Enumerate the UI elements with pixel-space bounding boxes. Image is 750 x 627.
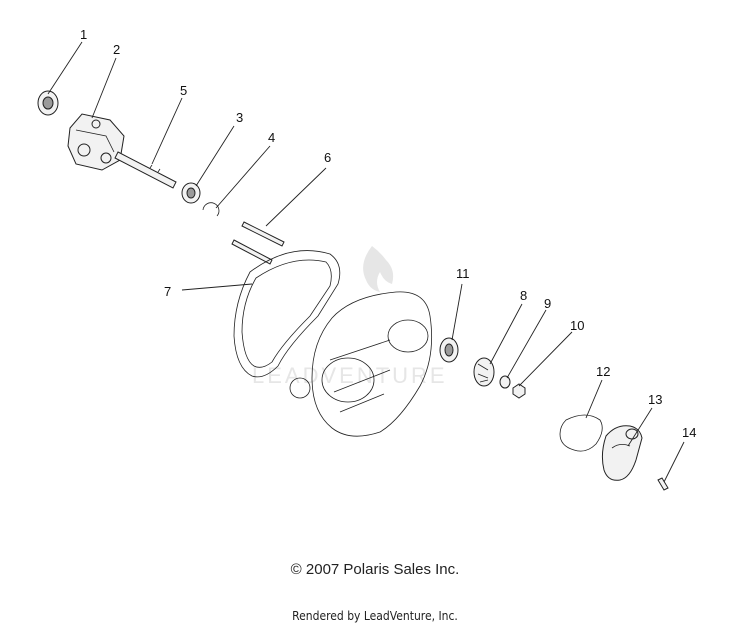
part-8-impeller <box>473 357 495 387</box>
part-14-bolt <box>657 477 669 491</box>
copyright-text: © 2007 Polaris Sales Inc. <box>290 561 460 578</box>
part-6-bolts <box>231 221 285 265</box>
callout-6: 6 <box>324 150 331 165</box>
callout-12: 12 <box>596 364 610 379</box>
part-10-nut <box>512 383 526 399</box>
callout-numbers: 1 2 3 4 5 6 7 8 9 10 11 12 13 14 <box>80 27 696 440</box>
callout-4: 4 <box>268 130 275 145</box>
callout-10: 10 <box>570 318 584 333</box>
part-9-washer <box>499 375 511 389</box>
callout-5: 5 <box>180 83 187 98</box>
callout-14: 14 <box>682 425 696 440</box>
part-12-o-ring <box>559 414 603 452</box>
callout-11: 11 <box>456 266 470 281</box>
part-5-shaft <box>114 151 177 189</box>
engine-case <box>289 291 432 437</box>
callout-1: 1 <box>80 27 87 42</box>
part-1-seal <box>37 90 59 116</box>
part-7-gasket <box>233 250 341 378</box>
part-3-bearing <box>181 182 201 204</box>
callout-8: 8 <box>520 288 527 303</box>
callout-13: 13 <box>648 392 662 407</box>
rendered-by-text: Rendered by LeadVenture, Inc. <box>292 609 458 623</box>
part-2-housing <box>67 113 125 171</box>
callout-2: 2 <box>113 42 120 57</box>
callout-3: 3 <box>236 110 243 125</box>
watermark-text: LEADVENTURE <box>252 363 448 388</box>
callout-9: 9 <box>544 296 551 311</box>
part-11-seal <box>439 337 459 363</box>
watermark: LEADVENTURE <box>252 246 448 388</box>
leader-lines <box>47 41 685 483</box>
part-4-snap-ring <box>202 202 220 217</box>
callout-7: 7 <box>164 284 171 299</box>
